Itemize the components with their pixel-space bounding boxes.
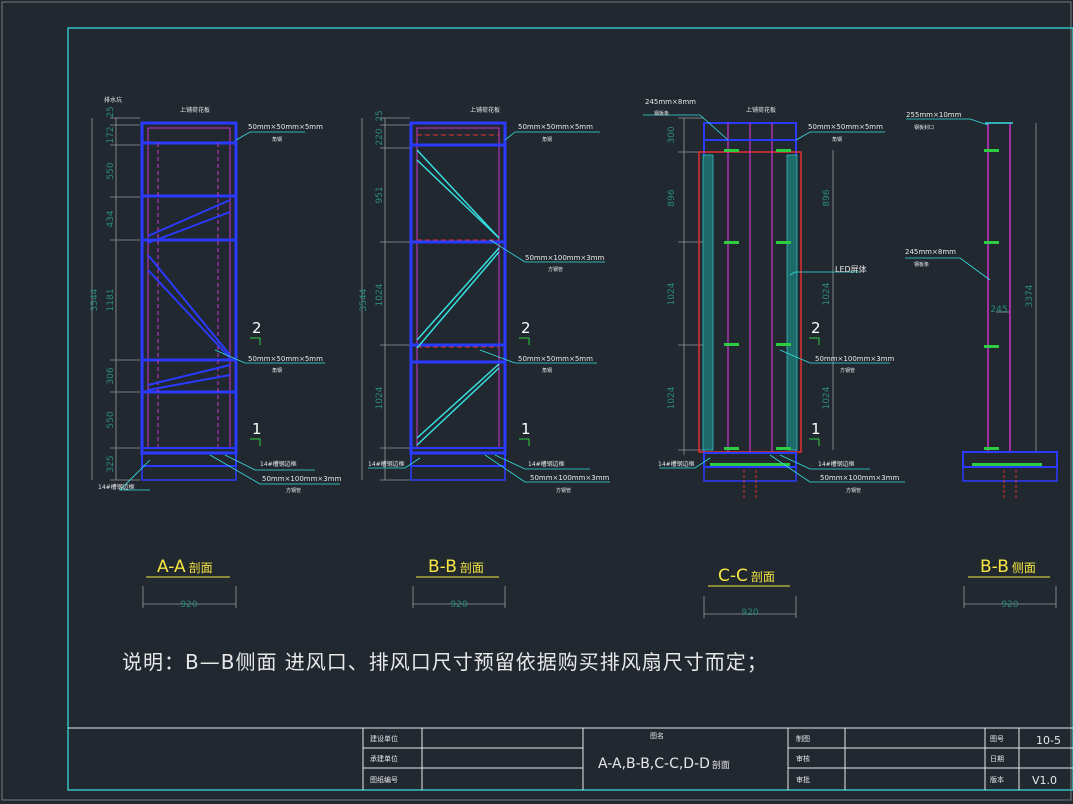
callout-bb-2-l1: 50mm×50mm×5mm xyxy=(518,355,593,363)
top-left-label-cc: 245mm×8mm xyxy=(645,98,696,106)
section-bb-side: 3374 245 255mm×10mm 钢板封口 245mm×8mm 钢板条 B… xyxy=(905,111,1058,610)
tb-draw-label: 制图 xyxy=(796,734,810,743)
side-callout-0-l2: 钢板封口 xyxy=(914,124,934,131)
callout-bb-0-l1: 50mm×50mm×5mm xyxy=(518,123,593,131)
tb-contractor-label: 承建单位 xyxy=(370,754,398,763)
tb-check-label: 审核 xyxy=(796,754,810,763)
top-label-bb: 上铺荷花板 xyxy=(470,106,500,114)
dim-bb-2: 951 xyxy=(375,186,385,203)
tb-sheet-label: 图号 xyxy=(990,735,1004,743)
tb-sheet-value: 10-5 xyxy=(1036,734,1061,747)
dim-cc-left-1: 896 xyxy=(667,189,677,206)
callout-bb-1-l2: 方钢管 xyxy=(548,266,563,273)
dim-cc-right-1: 1024 xyxy=(822,282,832,305)
dim-aa-5: 306 xyxy=(106,367,116,384)
side-callout-1-l2: 钢板条 xyxy=(914,261,929,268)
callout-aa-1-l2: 角钢 xyxy=(272,367,282,374)
dim-cc-left-3: 1024 xyxy=(667,386,677,409)
callout-aa-3-l1: 50mm×100mm×3mm xyxy=(262,475,342,483)
callout-aa-3-l2: 方钢管 xyxy=(286,487,301,494)
callout-bb-4-l1: 50mm×100mm×3mm xyxy=(530,474,610,482)
title-block xyxy=(68,727,1073,790)
dim-cc-left-2: 1024 xyxy=(667,282,677,305)
callout-bb-5-l1: 14#槽钢边框 xyxy=(368,460,405,468)
callout-bb-1-l1: 50mm×100mm×3mm xyxy=(525,254,605,262)
width-dim-bb: 920 xyxy=(450,600,467,610)
dim-aa-2: 550 xyxy=(106,162,116,179)
tb-version-value: V1.0 xyxy=(1032,774,1057,787)
dim-aa-1: 172 xyxy=(106,126,116,143)
marker-bb-1: 1 xyxy=(521,420,531,438)
callout-cc-0-l1: 50mm×50mm×5mm xyxy=(808,123,883,131)
top-left-sub-cc: 钢板条 xyxy=(654,110,669,117)
dim-aa-4: 1181 xyxy=(106,289,116,312)
callout-aa-0-l2: 角钢 xyxy=(272,136,282,143)
marker-bb-2: 2 xyxy=(521,319,531,337)
side-callout-1-l1: 245mm×8mm xyxy=(905,248,956,256)
callout-cc-3-l1: 14#槽钢边框 xyxy=(818,460,855,468)
side-inner-dim: 245 xyxy=(990,305,1007,315)
width-dim-bb-side: 920 xyxy=(1001,600,1018,610)
side-callout-0-l1: 255mm×10mm xyxy=(906,111,962,119)
width-dim-aa: 920 xyxy=(180,600,197,610)
dim-bb-total: 3544 xyxy=(359,288,369,311)
callout-cc-2-l2: 方钢管 xyxy=(840,367,855,374)
dim-aa-6: 550 xyxy=(106,411,116,428)
callout-aa-2-l1: 14#槽钢边框 xyxy=(260,460,297,468)
callout-cc-1-l1: LED屏体 xyxy=(835,264,867,274)
callout-aa-1-l1: 50mm×50mm×5mm xyxy=(248,355,323,363)
dim-bb-0: 25 xyxy=(375,110,385,121)
dim-aa-0: 25 xyxy=(106,106,116,117)
dim-bb-4: 1024 xyxy=(375,386,385,409)
tb-drawing-no-label: 图纸编号 xyxy=(370,775,398,784)
callout-cc-2-l1: 50mm×100mm×3mm xyxy=(815,355,895,363)
callout-bb-0-l2: 角钢 xyxy=(542,136,552,143)
tb-date-label: 日期 xyxy=(990,755,1004,763)
marker-cc-2: 2 xyxy=(811,319,821,337)
callout-aa-4-l1: 14#槽钢边框 xyxy=(98,483,135,491)
side-total-dim: 3374 xyxy=(1025,284,1035,307)
marker-aa-2: 2 xyxy=(252,319,262,337)
callout-bb-4-l2: 方钢管 xyxy=(556,487,571,494)
width-dim-cc: 920 xyxy=(741,608,758,618)
tb-drawing-name-label: 图名 xyxy=(650,731,664,740)
dim-bb-1: 220 xyxy=(375,128,385,145)
tb-version-label: 版本 xyxy=(990,775,1004,784)
drawing-note: 说明：B—B侧面 进风口、排风口尺寸预留依据购买排风扇尺寸而定； xyxy=(122,650,768,674)
section-bb: 25 220 951 1024 1024 3544 xyxy=(359,106,610,610)
top-label-aa: 上铺荷花板 xyxy=(180,106,210,114)
callout-cc-5-l1: 14#槽钢边框 xyxy=(658,460,695,468)
section-aa: 25 172 550 434 1181 306 550 325 3544 排水坑 xyxy=(90,96,342,610)
section-cc: 300 896 1024 1024 896 1024 1024 xyxy=(643,98,905,618)
callout-bb-3-l1: 14#槽钢边框 xyxy=(528,460,565,468)
dim-cc-right-2: 1024 xyxy=(822,386,832,409)
label-aa-top-left: 排水坑 xyxy=(104,96,122,104)
callout-cc-4-l1: 50mm×100mm×3mm xyxy=(820,474,900,482)
tb-approve-label: 审批 xyxy=(796,775,810,784)
drawing-frame xyxy=(67,27,1073,791)
dim-aa-total: 3544 xyxy=(90,288,100,311)
callout-bb-2-l2: 角钢 xyxy=(542,367,552,374)
callout-cc-0-l2: 角钢 xyxy=(832,136,842,143)
callout-aa-0-l1: 50mm×50mm×5mm xyxy=(248,123,323,131)
callout-cc-4-l2: 方钢管 xyxy=(846,487,861,494)
dim-bb-3: 1024 xyxy=(375,283,385,306)
top-label-cc: 上铺荷花板 xyxy=(746,106,776,114)
dim-aa-7: 325 xyxy=(106,455,116,472)
dim-cc-right-0: 896 xyxy=(822,189,832,206)
marker-cc-1: 1 xyxy=(811,420,821,438)
marker-aa-1: 1 xyxy=(252,420,262,438)
dim-cc-left-0: 300 xyxy=(667,126,677,143)
dim-aa-3: 434 xyxy=(106,210,116,227)
tb-build-unit-label: 建设单位 xyxy=(370,734,398,743)
